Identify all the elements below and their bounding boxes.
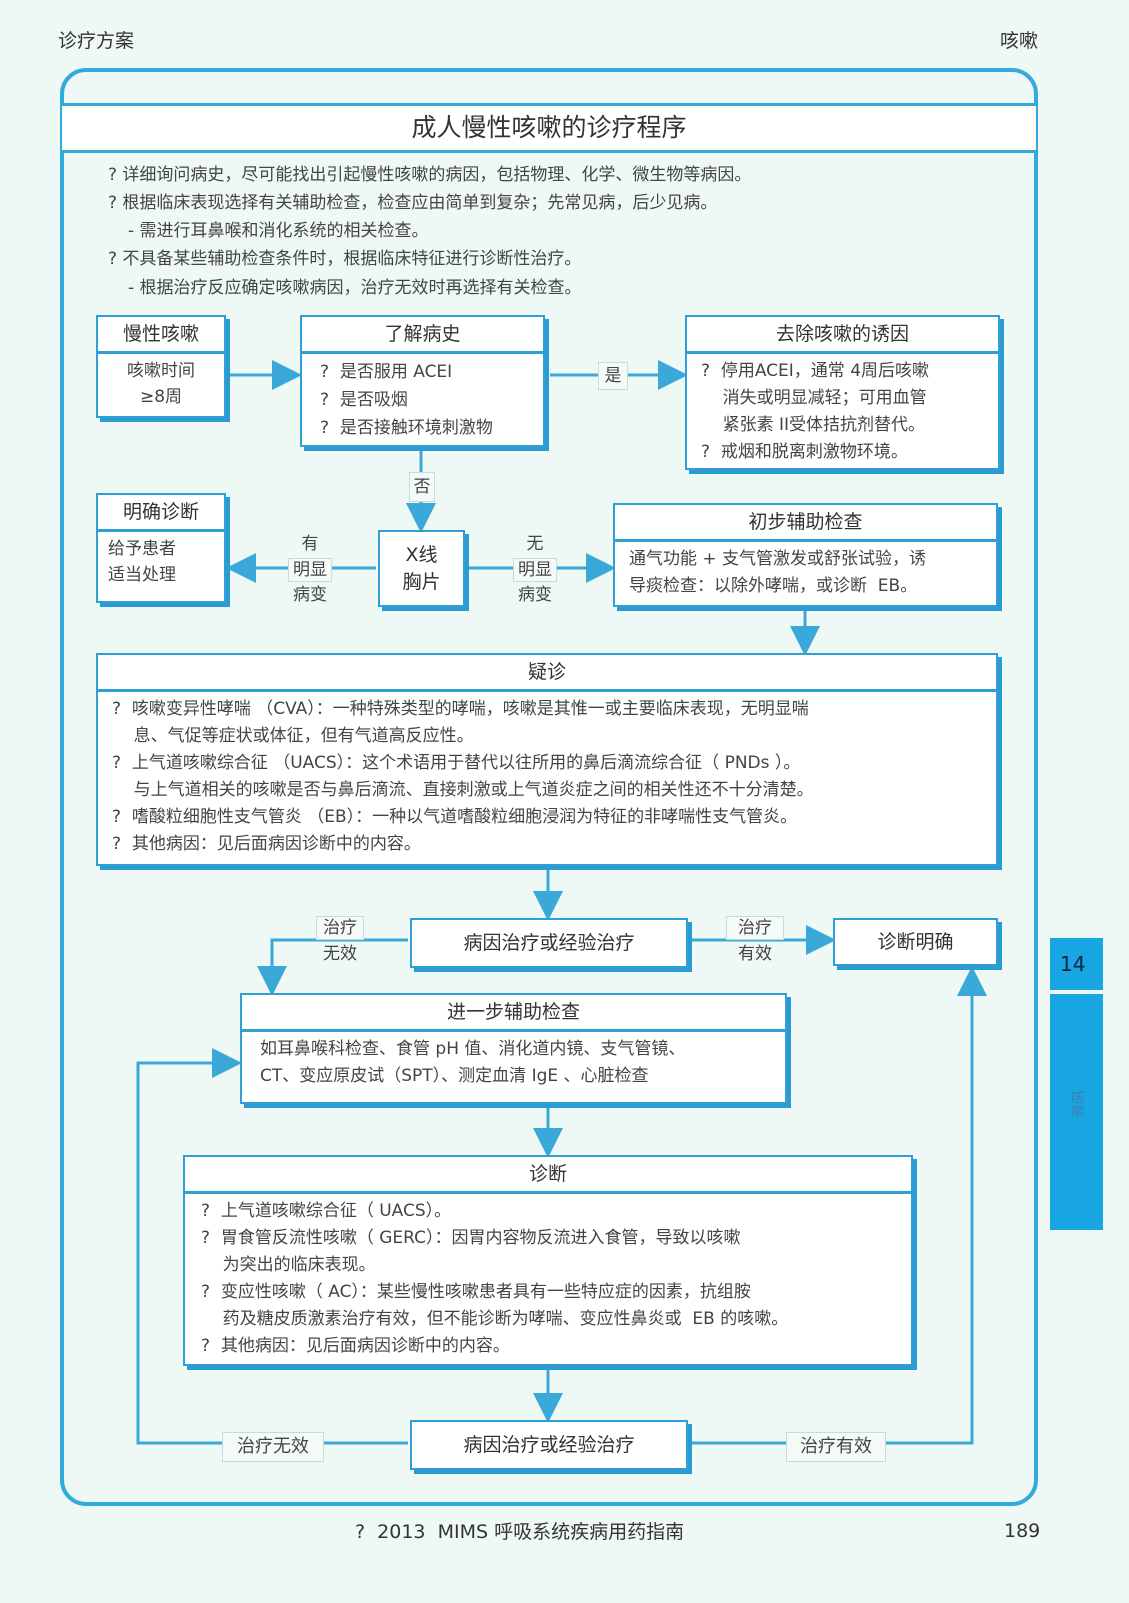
box-line: 咳嗽时间 xyxy=(127,361,195,381)
label-ineffective: 无效 xyxy=(323,944,357,964)
box-line: 如耳鼻喉科检查、食管 pH 值、消化道内镜、支气管镜、 xyxy=(260,1039,686,1059)
box-remove-triggers: 去除咳嗽的诱因 ? 停用ACEI，通常 4周后咳嗽 消失或明显减轻；可用血管 紧… xyxy=(685,315,1000,470)
box-history: 了解病史 ? 是否服用 ACEI ? 是否吸烟 ? 是否接触环境刺激物 xyxy=(300,315,545,447)
chapter-tab-number[interactable]: 14 xyxy=(1050,938,1103,990)
box-xray: X线 胸片 xyxy=(378,530,465,607)
label-treatment-ineffective: 治疗无效 xyxy=(222,1432,324,1462)
label-no: 否 xyxy=(409,472,435,502)
box-diagnosis: 诊断 ? 上气道咳嗽综合征（ UACS）。 ? 胃食管反流性咳嗽（ GERC）：因… xyxy=(183,1155,913,1366)
box-line: ? 嗜酸粒细胞性支气管炎 （EB）：一种以气道嗜酸粒细胞浸润为特征的非哮喘性支气… xyxy=(112,807,798,827)
chapter-tab-label[interactable]: 咳嗽 xyxy=(1050,994,1103,1230)
box-line: ? 上气道咳嗽综合征（ UACS）。 xyxy=(201,1201,452,1221)
box-line: 导痰检查：以除外哮喘，或诊断 EB。 xyxy=(629,576,918,596)
page-title: 成人慢性咳嗽的诊疗程序 xyxy=(62,103,1036,153)
box-title: 初步辅助检查 xyxy=(615,505,996,542)
label-has: 有 xyxy=(301,534,319,554)
box-title: 明确诊断 xyxy=(98,495,224,532)
box-line: ? 其他病因：见后面病因诊断中的内容。 xyxy=(201,1336,510,1356)
label-lesion: 病变 xyxy=(293,585,327,605)
box-title: 进一步辅助检查 xyxy=(242,995,785,1032)
box-line: ≥8周 xyxy=(139,387,183,407)
box-line: 为突出的临床表现。 xyxy=(201,1255,376,1275)
box-line: ? 是否吸烟 xyxy=(320,390,408,410)
box-title: 疑诊 xyxy=(98,655,996,692)
box-suspected: 疑诊 ? 咳嗽变异性哮喘 （CVA）：一种特殊类型的哮喘，咳嗽是其惟一或主要临床… xyxy=(96,653,998,866)
label-none: 无 xyxy=(526,534,544,554)
box-initial-tests: 初步辅助检查 通气功能 + 支气管激发或舒张试验，诱导痰检查：以除外哮喘，或诊断… xyxy=(613,503,998,607)
box-treatment-2: 病因治疗或经验治疗 xyxy=(410,1420,688,1470)
box-line: ? 是否服用 ACEI xyxy=(320,362,453,382)
box-line: ? 变应性咳嗽（ AC）：某些慢性咳嗽患者具有一些特应症的因素，抗组胺 xyxy=(201,1282,751,1302)
box-line: X线 xyxy=(405,544,438,566)
box-line: ? 上气道咳嗽综合征 （UACS）：这个术语用于替代以往所用的鼻后滴流综合征（ … xyxy=(112,753,801,773)
box-line: 给予患者 xyxy=(108,539,176,559)
label-effective: 有效 xyxy=(738,944,772,964)
box-line: CT、变应原皮试（SPT）、测定血清 IgE 、心脏检查 xyxy=(260,1066,649,1086)
box-title: 了解病史 xyxy=(302,317,543,354)
box-title: 诊断 xyxy=(185,1157,911,1194)
box-title: 去除咳嗽的诱因 xyxy=(687,317,998,354)
box-clear-diagnosis: 明确诊断 给予患者适当处理 xyxy=(96,493,226,603)
box-line: 胸片 xyxy=(402,571,441,593)
label-yes: 是 xyxy=(598,362,628,390)
label-treatment-effective: 治疗有效 xyxy=(786,1432,886,1462)
label-lesion: 病变 xyxy=(518,585,552,605)
footer-source: ? 2013 MIMS 呼吸系统疾病用药指南 xyxy=(355,1521,685,1543)
arrow-treat2-confirmed xyxy=(690,966,987,1445)
box-line: 通气功能 + 支气管激发或舒张试验，诱 xyxy=(629,549,927,569)
label-treatment: 治疗 xyxy=(726,916,784,940)
page-number: 189 xyxy=(1004,1520,1041,1542)
box-line: 适当处理 xyxy=(108,565,176,585)
label-obvious: 明显 xyxy=(288,558,332,582)
intro-line: - 需进行耳鼻喉和消化系统的相关检查。 xyxy=(128,221,429,241)
box-line: 紧张素 II受体拮抗剂替代。 xyxy=(701,415,926,435)
arrow-treat-further xyxy=(257,938,408,996)
intro-line: ? 根据临床表现选择有关辅助检查，检查应由简单到复杂；先常见病，后少见病。 xyxy=(108,193,718,213)
header-section: 诊疗方案 xyxy=(58,30,135,52)
box-treatment-1: 病因治疗或经验治疗 xyxy=(410,918,688,968)
box-line: ? 咳嗽变异性哮喘 （CVA）：一种特殊类型的哮喘，咳嗽是其惟一或主要临床表现，… xyxy=(112,699,809,719)
intro-line: ? 详细询问病史，尽可能找出引起慢性咳嗽的病因，包括物理、化学、微生物等病因。 xyxy=(108,165,752,185)
box-line: ? 是否接触环境刺激物 xyxy=(320,418,493,438)
header-chapter: 咳嗽 xyxy=(1000,30,1039,52)
box-line: ? 戒烟和脱离刺激物环境。 xyxy=(701,442,908,462)
box-title: 慢性咳嗽 xyxy=(98,317,224,354)
label-treatment: 治疗 xyxy=(316,916,364,940)
box-line: 消失或明显减轻；可用血管 xyxy=(701,388,927,408)
box-diagnosis-confirmed: 诊断明确 xyxy=(833,918,998,966)
intro-line: - 根据治疗反应确定咳嗽病因，治疗无效时再选择有关检查。 xyxy=(128,278,582,298)
box-line: ? 其他病因：见后面病因诊断中的内容。 xyxy=(112,834,421,854)
box-line: 药及糖皮质激素治疗有效，但不能诊断为哮喘、变应性鼻炎或 EB 的咳嗽。 xyxy=(201,1309,789,1329)
content-frame xyxy=(60,68,1038,1506)
intro-line: ? 不具备某些辅助检查条件时，根据临床特征进行诊断性治疗。 xyxy=(108,249,582,269)
box-line: 与上气道相关的咳嗽是否与鼻后滴流、直接刺激或上气道炎症之间的相关性还不十分清楚。 xyxy=(112,780,814,800)
box-further-tests: 进一步辅助检查 如耳鼻喉科检查、食管 pH 值、消化道内镜、支气管镜、 CT、变应… xyxy=(240,993,787,1104)
label-obvious: 明显 xyxy=(513,558,557,582)
box-line: 息、气促等症状或体征，但有气道高反应性。 xyxy=(112,726,474,746)
box-line: ? 胃食管反流性咳嗽（ GERC）：因胃内容物反流进入食管，导致以咳嗽 xyxy=(201,1228,741,1248)
box-line: ? 停用ACEI，通常 4周后咳嗽 xyxy=(701,361,930,381)
box-chronic-cough: 慢性咳嗽 咳嗽时间 ≥8周 xyxy=(96,315,226,418)
